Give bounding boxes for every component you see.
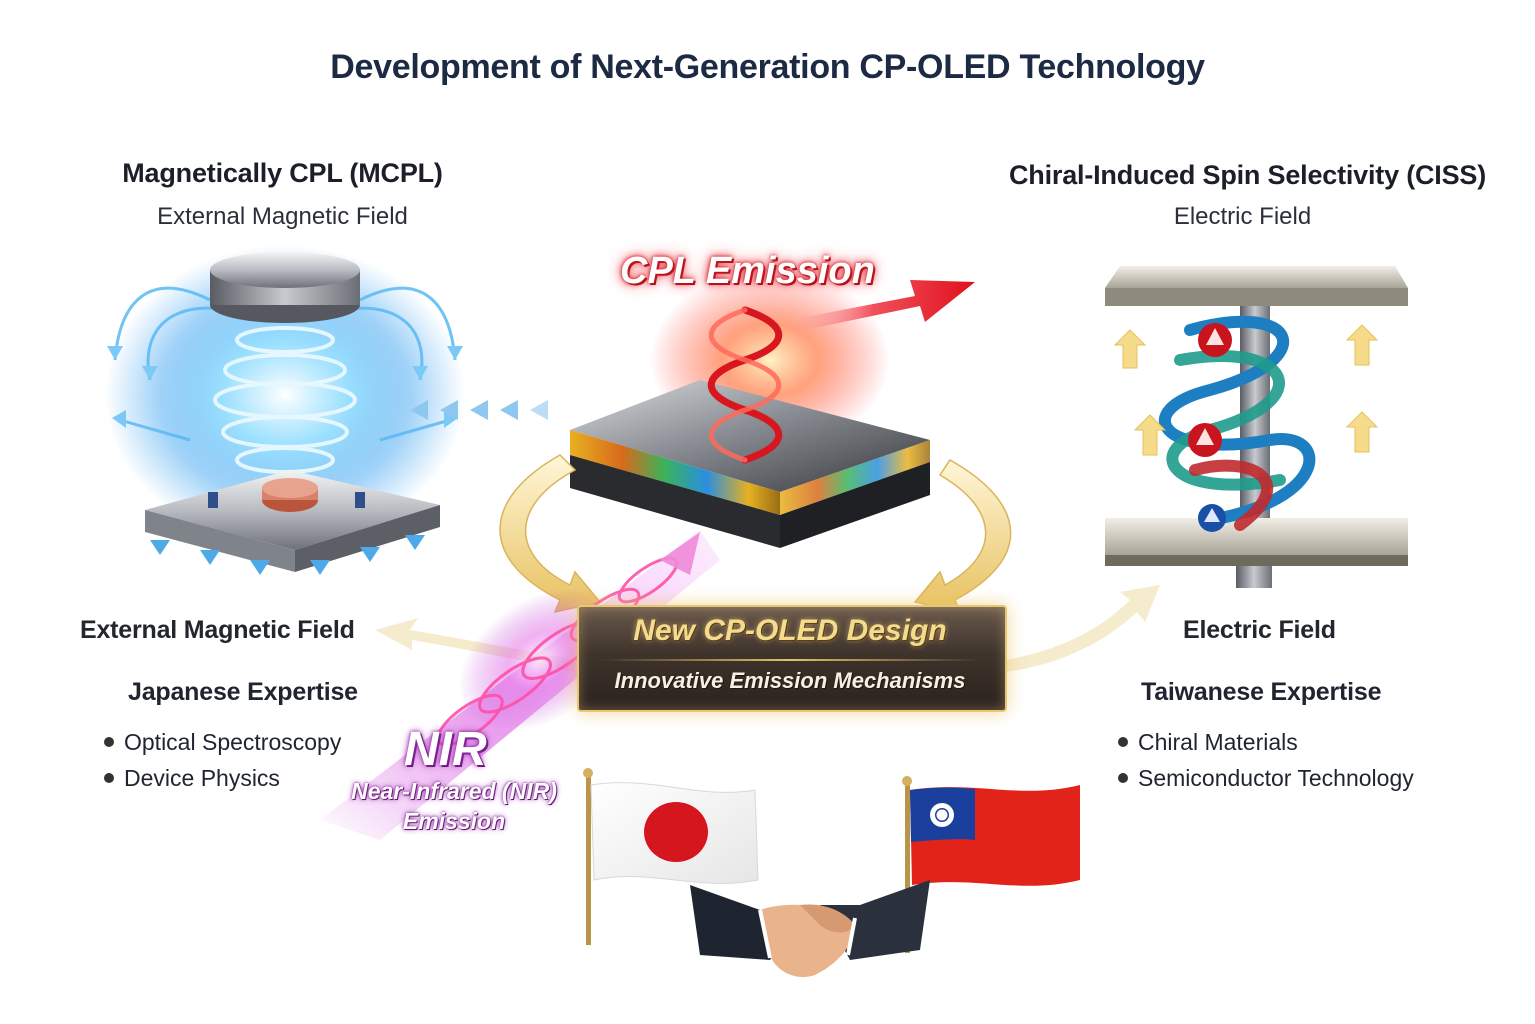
new-design-subtitle: Innovative Emission Mechanisms	[614, 668, 966, 693]
ciss-heading: Chiral-Induced Spin Selectivity (CISS)	[1009, 160, 1486, 190]
downward-field-arrows	[150, 535, 425, 575]
magnet-icon	[210, 252, 360, 323]
electric-field-arrows	[1113, 324, 1379, 456]
right-bullet-1: Chiral Materials	[1118, 729, 1298, 756]
handshake-icon	[690, 880, 930, 978]
nir-label: NIR	[404, 723, 487, 776]
left-field-label: External Magnetic Field	[80, 616, 355, 644]
left-bullet-2: Device Physics	[104, 765, 280, 792]
cpl-emission-label: CPL Emission	[620, 250, 875, 292]
taiwan-flag-icon	[902, 776, 1080, 953]
nir-caption-line-1: Near-Infrared (NIR)	[351, 778, 557, 804]
magnetic-field-arrows-icon	[113, 286, 457, 442]
new-design-title: New CP-OLED Design	[633, 614, 947, 647]
mcpl-heading: Magnetically CPL (MCPL)	[122, 158, 443, 188]
spin-helix-icon	[1158, 315, 1316, 531]
mcpl-subheading: External Magnetic Field	[157, 203, 408, 230]
dashed-field-line	[410, 400, 548, 420]
japan-flag-icon	[583, 768, 759, 945]
nir-caption-line-2: Emission	[402, 808, 506, 834]
japanese-expertise-heading: Japanese Expertise	[128, 678, 358, 706]
nir-caption: Near-Infrared (NIR) Emission	[325, 776, 583, 836]
right-bullet-2: Semiconductor Technology	[1118, 765, 1414, 792]
page-title: Development of Next-Generation CP-OLED T…	[330, 48, 1205, 86]
mcpl-illustration	[105, 245, 548, 575]
right-field-label: Electric Field	[1183, 616, 1336, 644]
cpl-arrow	[790, 280, 975, 332]
ciss-subheading: Electric Field	[1173, 203, 1312, 230]
spin-markers	[1188, 323, 1232, 532]
new-design-box	[577, 605, 1007, 712]
magnetic-substrate	[145, 470, 440, 572]
magnetic-glow	[105, 245, 465, 545]
design-divider	[600, 659, 980, 661]
field-arrow-heads	[107, 346, 463, 428]
taiwanese-expertise-heading: Taiwanese Expertise	[1141, 678, 1382, 706]
left-bullet-1: Optical Spectroscopy	[104, 729, 341, 756]
cpl-helix-icon	[708, 306, 782, 464]
